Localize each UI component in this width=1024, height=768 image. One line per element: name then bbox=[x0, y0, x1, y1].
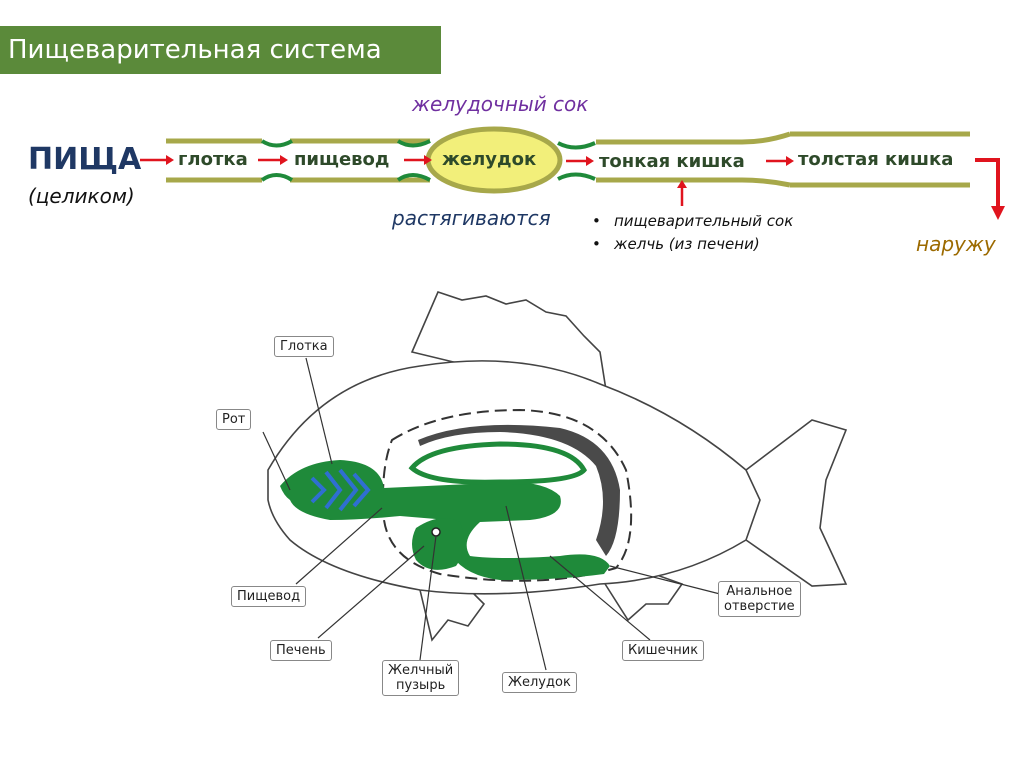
tail-fin bbox=[745, 419, 848, 587]
page-title: Пищеварительная система bbox=[0, 26, 441, 74]
stage-small-intestine: тонкая кишка bbox=[599, 151, 745, 172]
label-esophagus: Пищевод bbox=[231, 586, 307, 607]
label-intestine: Кишечник bbox=[622, 640, 705, 661]
list-item: желчь (из печени) bbox=[592, 233, 793, 256]
gallbladder-dot bbox=[431, 527, 441, 537]
label-mouth: Рот bbox=[216, 409, 252, 430]
stage-pharynx: глотка bbox=[178, 149, 248, 170]
label-gallbladder-line1: Желчный bbox=[388, 663, 454, 678]
swim-bladder-wall bbox=[418, 424, 620, 556]
food-label: ПИЩА bbox=[28, 142, 142, 177]
flow-arrows bbox=[140, 155, 1005, 220]
stage-stomach: желудок bbox=[442, 149, 537, 170]
food-note: (целиком) bbox=[28, 184, 135, 208]
pelvic-fin bbox=[418, 589, 486, 642]
stretch-note: растягиваются bbox=[392, 206, 551, 230]
sphincters bbox=[260, 139, 596, 182]
stage-large-intestine: толстая кишка bbox=[798, 149, 954, 170]
gills bbox=[310, 468, 371, 512]
label-pharynx: Глотка bbox=[274, 336, 334, 357]
stage-esophagus: пищевод bbox=[294, 149, 390, 170]
label-anus-line1: Анальное bbox=[726, 584, 793, 599]
swim-bladder-outline bbox=[408, 441, 588, 485]
label-gallbladder: Желчный пузырь bbox=[382, 660, 460, 696]
label-anus-line2: отверстие bbox=[724, 599, 795, 614]
label-anus: Анальное отверстие bbox=[718, 581, 801, 617]
liver-organ bbox=[412, 518, 465, 570]
intestine-inputs-list: пищеварительный сок желчь (из печени) bbox=[592, 210, 793, 256]
label-liver: Печень bbox=[270, 640, 332, 661]
digestive-tube bbox=[166, 131, 970, 188]
label-stomach: Желудок bbox=[502, 672, 577, 693]
gastric-juice-label: желудочный сок bbox=[412, 92, 589, 116]
list-item: пищеварительный сок bbox=[592, 210, 793, 233]
label-gallbladder-line2: пузырь bbox=[395, 678, 446, 693]
exit-label: наружу bbox=[916, 232, 996, 256]
pharynx-organ bbox=[280, 460, 610, 580]
